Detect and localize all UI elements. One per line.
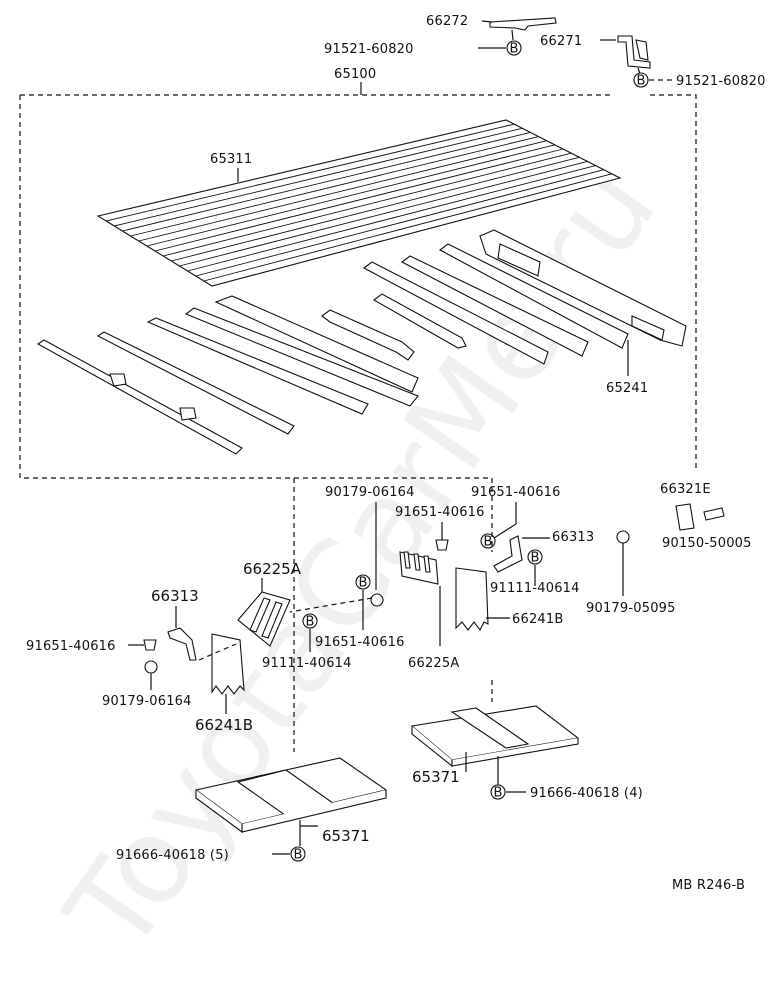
- label-90179-c: 90179-06164: [102, 694, 192, 709]
- label-91521-right: 91521-60820: [676, 74, 766, 89]
- mudflap-66241b-right[interactable]: [455, 567, 489, 632]
- svg-text:B: B: [294, 848, 303, 863]
- nut-90179-c[interactable]: [144, 660, 158, 674]
- svg-text:B: B: [484, 535, 493, 550]
- label-66241b-right: 66241B: [512, 612, 563, 627]
- bolt-b-91666-right[interactable]: B: [490, 784, 506, 801]
- cross-member[interactable]: [321, 309, 415, 361]
- label-90179-b: 90179-05095: [586, 601, 676, 616]
- bolt-b-91651-c[interactable]: B: [355, 574, 371, 591]
- label-65371-right: 65371: [412, 768, 460, 786]
- label-66313-right: 66313: [552, 530, 594, 545]
- label-91666-left: 91666-40618 (5): [116, 848, 229, 863]
- panel-rib: [138, 140, 547, 242]
- bolt-b-marker-right[interactable]: B: [633, 72, 649, 89]
- panel-rib: [163, 152, 572, 257]
- nut-90179-b[interactable]: [616, 530, 630, 544]
- label-91521-top: 91521-60820: [324, 42, 414, 57]
- bracket-66271[interactable]: [617, 35, 651, 69]
- panel-rib: [154, 148, 564, 252]
- sill-rail-1[interactable]: [36, 339, 243, 455]
- label-91651-b: 91651-40616: [395, 505, 485, 520]
- side-rail-65241[interactable]: [479, 229, 687, 347]
- svg-text:B: B: [510, 42, 519, 57]
- label-65311: 65311: [210, 152, 252, 167]
- sill-rail-9[interactable]: [438, 243, 629, 349]
- bolt-b-91111-left[interactable]: B: [302, 613, 318, 630]
- label-66313-left: 66313: [151, 587, 199, 605]
- floor-plate-65371-left[interactable]: [194, 757, 388, 834]
- panel-rib: [195, 169, 604, 277]
- floor-plate-65371-right[interactable]: [410, 705, 580, 768]
- label-91651-a: 91651-40616: [471, 485, 561, 500]
- label-65100: 65100: [334, 67, 376, 82]
- label-91111-right: 91111-40614: [490, 581, 580, 596]
- sill-rail-3[interactable]: [146, 317, 369, 415]
- washer-91651-d[interactable]: [143, 639, 157, 651]
- sill-rail-8[interactable]: [400, 255, 589, 357]
- bolt-b-91111-right[interactable]: B: [527, 549, 543, 566]
- label-65241: 65241: [606, 381, 648, 396]
- label-91666-right: 91666-40618 (4): [530, 786, 643, 801]
- bracket-66321e[interactable]: [675, 503, 695, 531]
- panel-rib: [203, 173, 612, 282]
- label-66241b-left: 66241B: [195, 716, 253, 734]
- label-90150: 90150-50005: [662, 536, 752, 551]
- panel-rib: [179, 160, 588, 267]
- label-66225a-left: 66225A: [243, 560, 302, 578]
- panel-rib: [122, 131, 531, 232]
- label-91111-left: 91111-40614: [262, 656, 352, 671]
- svg-text:B: B: [494, 786, 503, 801]
- label-90179-a: 90179-06164: [325, 485, 415, 500]
- reference-code: MB R246-B: [672, 878, 745, 893]
- panel-rib: [171, 156, 580, 262]
- nut-90179-a[interactable]: [370, 593, 384, 607]
- label-91651-d: 91651-40616: [26, 639, 116, 654]
- mudflap-66241b-left[interactable]: [211, 633, 245, 695]
- sill-rail-4[interactable]: [184, 307, 419, 407]
- svg-text:B: B: [306, 615, 315, 630]
- panel-rib: [106, 123, 515, 222]
- panel-rib: [146, 144, 555, 247]
- assembly-box-left-bottom: [19, 95, 490, 479]
- bracket-66272[interactable]: [489, 17, 557, 31]
- panel-rib: [114, 127, 523, 227]
- washer-91651-b[interactable]: [435, 539, 449, 551]
- svg-text:B: B: [531, 551, 540, 566]
- panel-rib: [130, 136, 539, 237]
- sill-rail-6[interactable]: [373, 293, 467, 349]
- svg-text:B: B: [637, 74, 646, 89]
- label-66321e: 66321E: [660, 482, 711, 497]
- floor-panel-65311[interactable]: [96, 119, 622, 287]
- label-66271: 66271: [540, 34, 582, 49]
- bolt-b-91666-left[interactable]: B: [290, 846, 306, 863]
- sill-rail-7[interactable]: [362, 261, 549, 365]
- bracket-66225a-left[interactable]: [237, 591, 291, 647]
- bracket-66313-left[interactable]: [167, 627, 197, 661]
- svg-text:B: B: [359, 576, 368, 591]
- bracket-66225a-center[interactable]: [399, 551, 439, 585]
- clip-90150[interactable]: [703, 507, 725, 521]
- label-65371-left: 65371: [322, 827, 370, 845]
- bolt-b-marker-top[interactable]: B: [506, 40, 522, 57]
- sill-rail-2[interactable]: [96, 331, 295, 435]
- label-66272: 66272: [426, 14, 468, 29]
- panel-rib: [187, 165, 596, 272]
- assembly-box-right: [650, 94, 697, 468]
- label-66225a-mid: 66225A: [408, 656, 459, 671]
- bolt-b-91651-a[interactable]: B: [480, 533, 496, 550]
- bracket-66313-right[interactable]: [493, 535, 523, 573]
- label-91651-c: 91651-40616: [315, 635, 405, 650]
- sill-rail-5[interactable]: [214, 295, 419, 393]
